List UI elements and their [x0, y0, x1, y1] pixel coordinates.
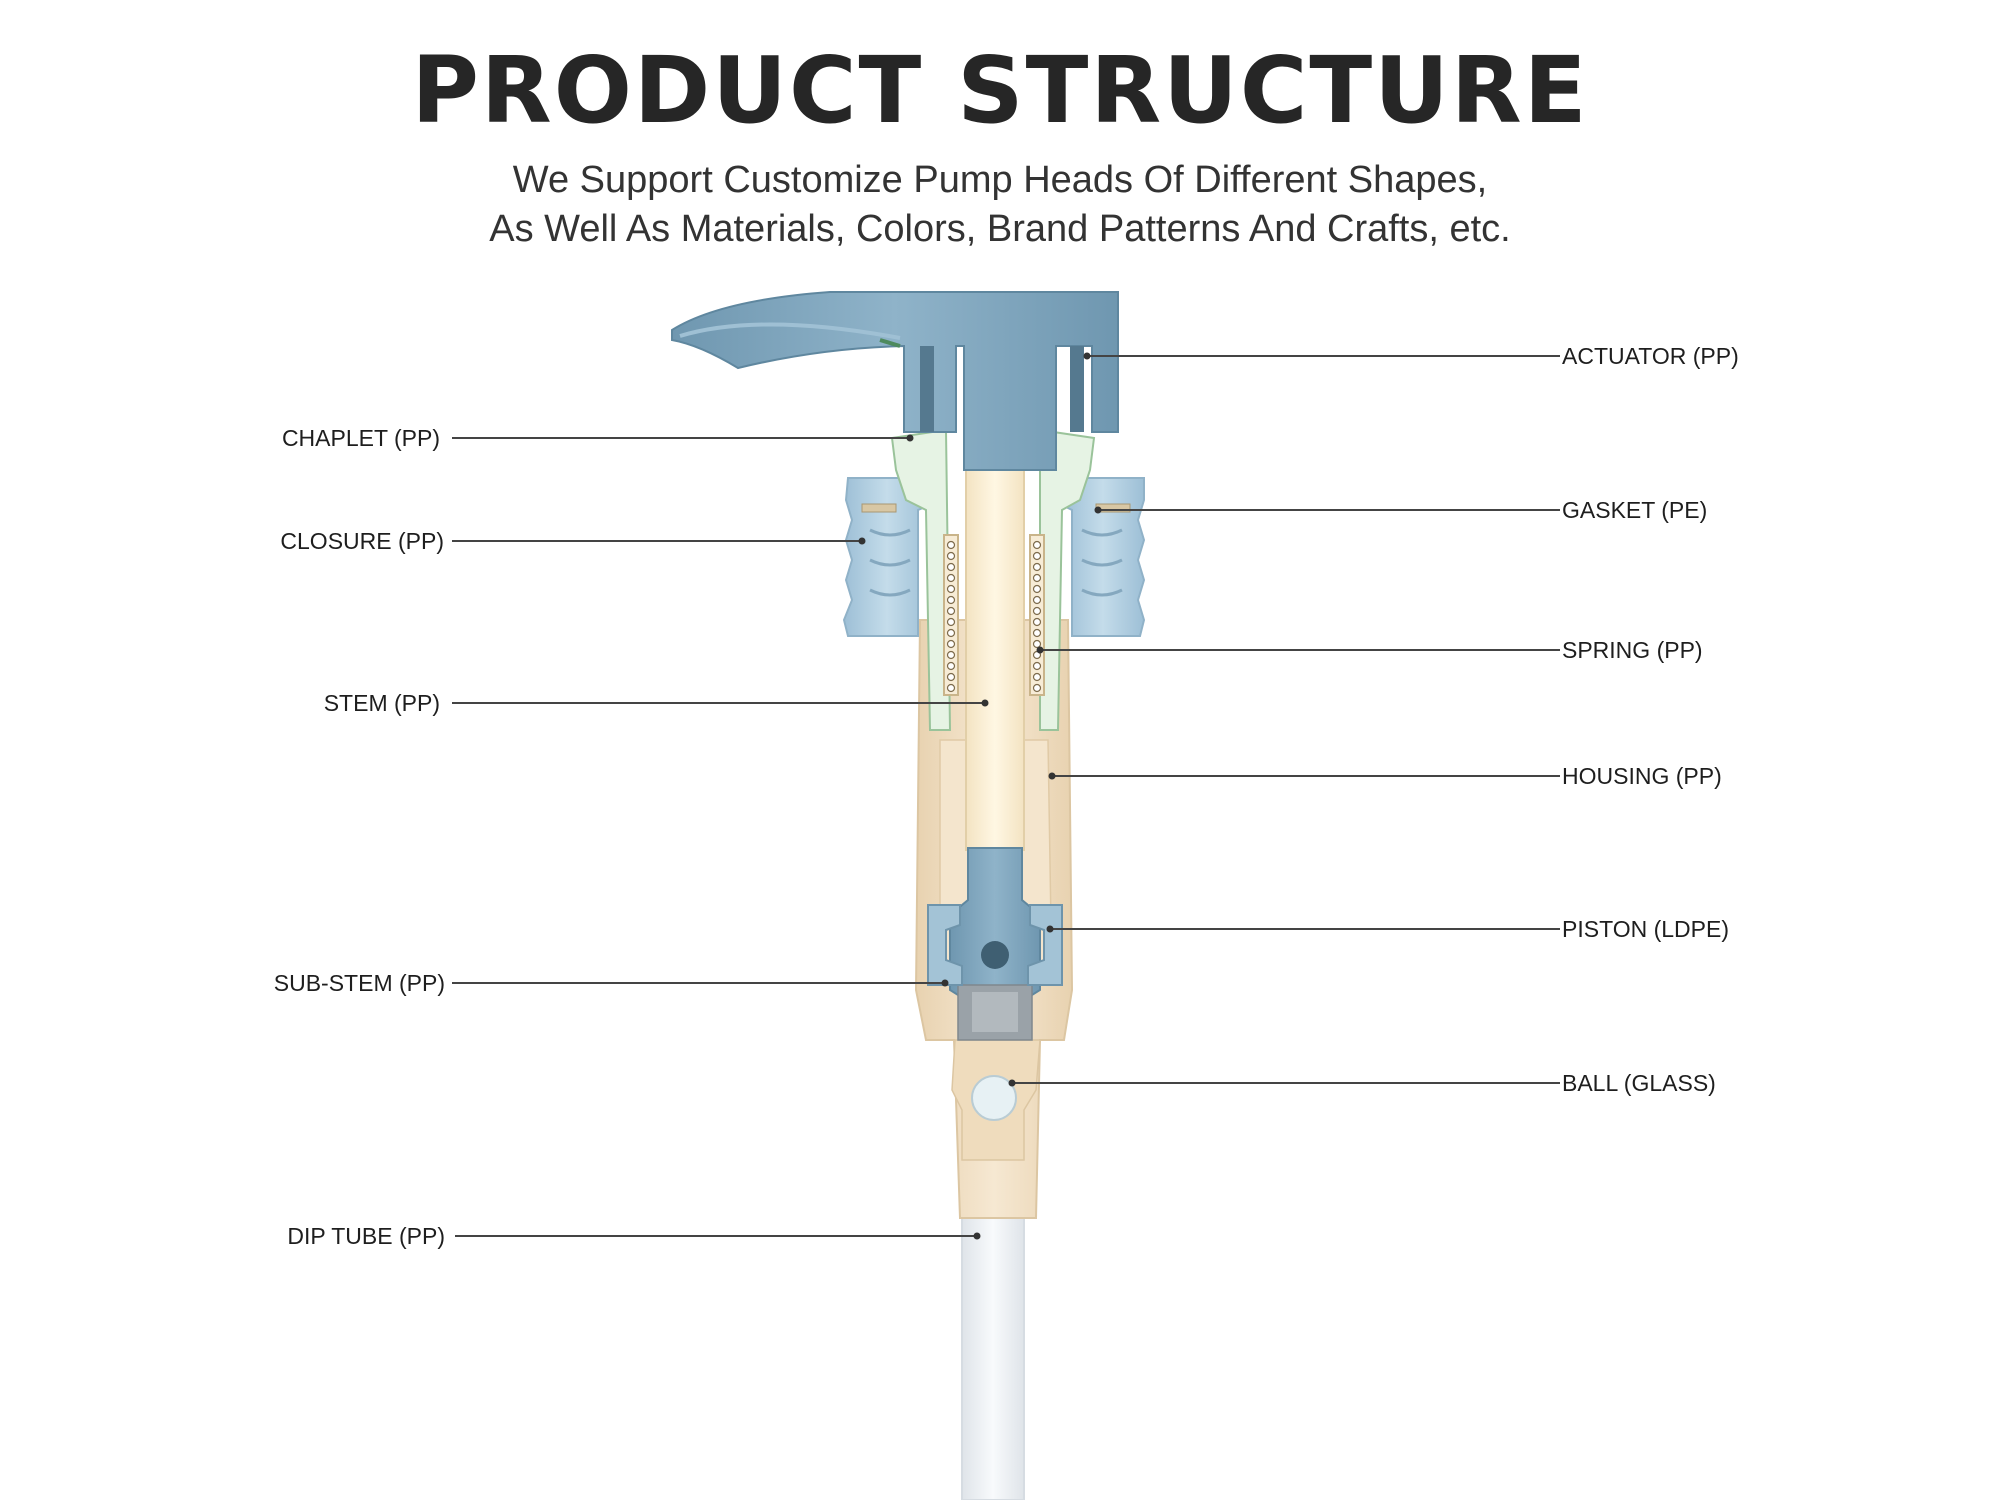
label-dip-tube: DIP TUBE (PP) [287, 1223, 445, 1249]
chaplet-right [1039, 428, 1096, 731]
subtitle-line-2: As Well As Materials, Colors, Brand Patt… [489, 208, 1511, 250]
label-piston: PISTON (LDPE) [1562, 916, 1729, 942]
label-spring: SPRING (PP) [1562, 637, 1703, 663]
stem [965, 469, 1025, 851]
page-title: PRODUCT STRUCTURE [411, 37, 1589, 144]
chaplet-left [890, 428, 952, 731]
label-chaplet: CHAPLET (PP) [281, 425, 440, 451]
label-stem: STEM (PP) [323, 690, 440, 716]
piston-right [1027, 904, 1063, 986]
label-sub-stem: SUB-STEM (PP) [273, 970, 445, 996]
label-ball: BALL (GLASS) [1562, 1070, 1716, 1096]
label-actuator: ACTUATOR (PP) [1562, 343, 1739, 369]
actuator [671, 291, 1119, 471]
ball [971, 1075, 1017, 1121]
label-closure: CLOSURE (PP) [280, 528, 444, 554]
label-gasket: GASKET (PE) [1562, 497, 1708, 523]
subtitle-line-1: We Support Customize Pump Heads Of Diffe… [512, 159, 1488, 201]
label-housing: HOUSING (PP) [1562, 763, 1722, 789]
piston-left [927, 904, 963, 986]
